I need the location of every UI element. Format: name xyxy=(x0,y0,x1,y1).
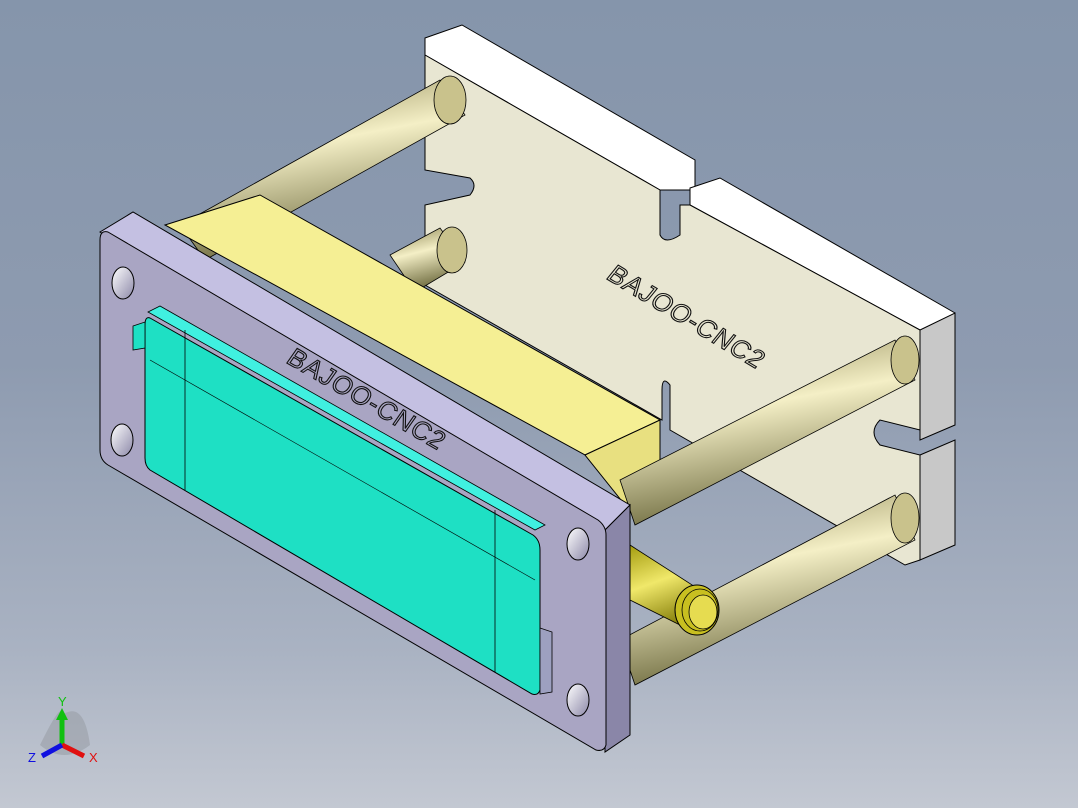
z-axis-label: Z xyxy=(28,750,36,765)
water-fitting xyxy=(629,544,720,636)
z-axis-arrow xyxy=(40,742,64,759)
mounting-hole xyxy=(566,527,590,561)
x-axis-arrow xyxy=(60,742,86,759)
mounting-hole xyxy=(566,683,590,717)
orientation-triad[interactable]: Y X Z xyxy=(28,694,98,765)
x-axis-label: X xyxy=(89,750,98,765)
y-axis-label: Y xyxy=(58,694,67,709)
mounting-hole xyxy=(111,266,135,300)
cavity-insert[interactable] xyxy=(132,305,553,695)
mounting-hole xyxy=(110,423,134,457)
